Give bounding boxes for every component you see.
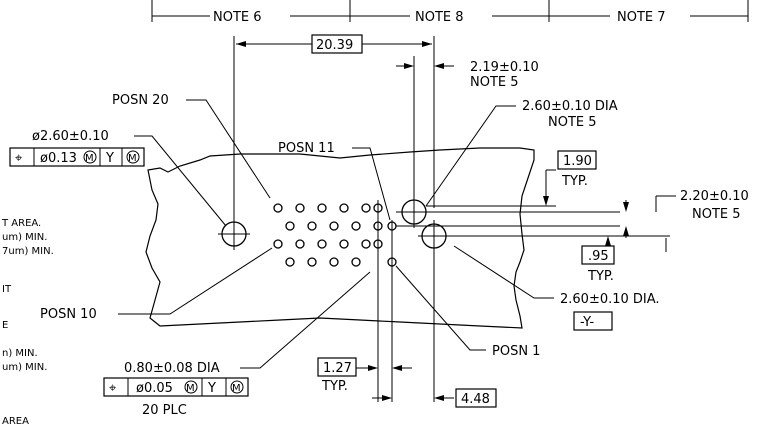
frame2-tol: ø0.05: [136, 381, 173, 396]
dim-95-box: [581, 245, 615, 265]
dim-2-60-bottom-value: 2.60±0.10 DIA.: [560, 292, 660, 307]
dim-2-19: 2.19±0.10 NOTE 5: [396, 56, 539, 206]
pin: [351, 257, 361, 267]
posn-11-label: POSN 11: [278, 141, 335, 156]
frame1-datum-modifier: M: [128, 153, 137, 164]
dim-2-60-top-note: NOTE 5: [548, 115, 597, 130]
frame1-symbol: ⌖: [15, 151, 23, 166]
dim-20-39: 20.39: [233, 34, 435, 234]
datum-y-label: -Y-: [580, 315, 595, 330]
frame2-datum: Y: [207, 381, 216, 396]
mount-hole-right-bottom: [418, 220, 450, 252]
dim-1-90: 1.90 TYP.: [543, 150, 597, 206]
left-note-8: AREA: [2, 416, 29, 424]
posn-1-label: POSN 1: [492, 344, 540, 359]
pin-field: [273, 203, 397, 267]
pin: [317, 239, 327, 249]
dim-1-90-typ: TYP.: [561, 174, 588, 189]
callout-2-60-bottom: 2.60±0.10 DIA. -Y-: [453, 245, 660, 331]
plc-label: 20 PLC: [142, 403, 187, 418]
pin: [273, 203, 283, 213]
pin: [317, 203, 327, 213]
frame1-datum: Y: [105, 151, 114, 166]
note-6-label: NOTE 6: [213, 10, 262, 25]
mount-hole-left: [218, 218, 250, 250]
frame2-symbol: ⌖: [109, 381, 117, 396]
pin: [295, 239, 305, 249]
pin: [339, 239, 349, 249]
pin: [307, 221, 317, 231]
mount-hole-callout: ø2.60±0.10 ⌖ ø0.13 M Y M: [9, 129, 227, 227]
dim-20-39-box: [311, 34, 363, 54]
datum-y-box: [573, 311, 613, 331]
dim-4-48-value: 4.48: [461, 392, 490, 407]
left-partial-notes: T AREA. um) MIN. 7um) MIN. IT E n) MIN. …: [1, 218, 54, 424]
left-note-5: E: [2, 320, 8, 331]
pin: [295, 203, 305, 213]
callout-0-80: 0.80±0.08 DIA ⌖ ø0.05 M Y M 20 PLC: [103, 271, 371, 418]
note-7-label: NOTE 7: [617, 10, 666, 25]
dim-2-20: 2.20±0.10 NOTE 5: [623, 189, 749, 238]
dim-95-typ: TYP.: [587, 269, 614, 284]
posn-10-label: POSN 10: [40, 307, 97, 322]
left-note-3: 7um) MIN.: [2, 246, 54, 257]
pin: [329, 221, 339, 231]
frame2-datum-modifier: M: [232, 383, 241, 394]
callout-posn-11: POSN 11: [278, 141, 391, 221]
dim-2-20-note: NOTE 5: [692, 207, 741, 222]
pin: [307, 257, 317, 267]
left-note-4: IT: [2, 284, 12, 295]
dim-95: .95 TYP.: [581, 236, 667, 284]
dim-4-48-box: [455, 388, 497, 408]
dim-4-48: 4.48: [372, 388, 497, 408]
feature-frame-2: [103, 377, 249, 397]
posn-20-label: POSN 20: [112, 93, 169, 108]
mount-hole-dim: ø2.60±0.10: [32, 129, 109, 144]
dim-1-27: 1.27 TYP.: [317, 357, 412, 394]
pin: [273, 239, 283, 249]
frame1-tol: ø0.13: [40, 151, 77, 166]
callout-2-60-top: 2.60±0.10 DIA NOTE 5: [425, 99, 618, 207]
left-note-6: n) MIN.: [2, 348, 38, 359]
callout-posn-1: POSN 1: [395, 265, 540, 359]
pin: [361, 239, 371, 249]
feature-frame-1: [9, 147, 145, 167]
dim-0-80-value: 0.80±0.08 DIA: [124, 361, 220, 376]
pin: [329, 257, 339, 267]
frame1-modifier: M: [85, 153, 94, 164]
dim-1-27-typ: TYP.: [321, 379, 348, 394]
left-note-7: um) MIN.: [2, 362, 47, 373]
dim-1-27-value: 1.27: [323, 361, 352, 376]
dim-20-39-value: 20.39: [316, 38, 353, 53]
callout-posn-10: POSN 10: [40, 247, 273, 322]
dim-1-27-box: [317, 357, 357, 377]
frame2-modifier: M: [186, 383, 195, 394]
pin: [351, 221, 361, 231]
left-note-2: um) MIN.: [2, 232, 47, 243]
dim-1-90-value: 1.90: [563, 154, 592, 169]
dim-2-20-value: 2.20±0.10: [680, 189, 749, 204]
pin: [285, 221, 295, 231]
pin: [361, 203, 371, 213]
callout-posn-20: POSN 20: [112, 93, 271, 199]
right-extension-lines: [396, 205, 670, 237]
pin: [339, 203, 349, 213]
note-8-label: NOTE 8: [415, 10, 464, 25]
left-note-1: T AREA.: [1, 218, 41, 229]
dim-95-value: .95: [588, 249, 609, 264]
pin: [285, 257, 295, 267]
dim-1-90-box: [557, 150, 597, 170]
dim-2-19-note: NOTE 5: [470, 75, 519, 90]
board-outline: [145, 147, 535, 329]
dim-2-60-top-value: 2.60±0.10 DIA: [522, 99, 618, 114]
dim-2-19-value: 2.19±0.10: [470, 60, 539, 75]
top-note-bar: NOTE 6 NOTE 8 NOTE 7: [151, 0, 749, 25]
